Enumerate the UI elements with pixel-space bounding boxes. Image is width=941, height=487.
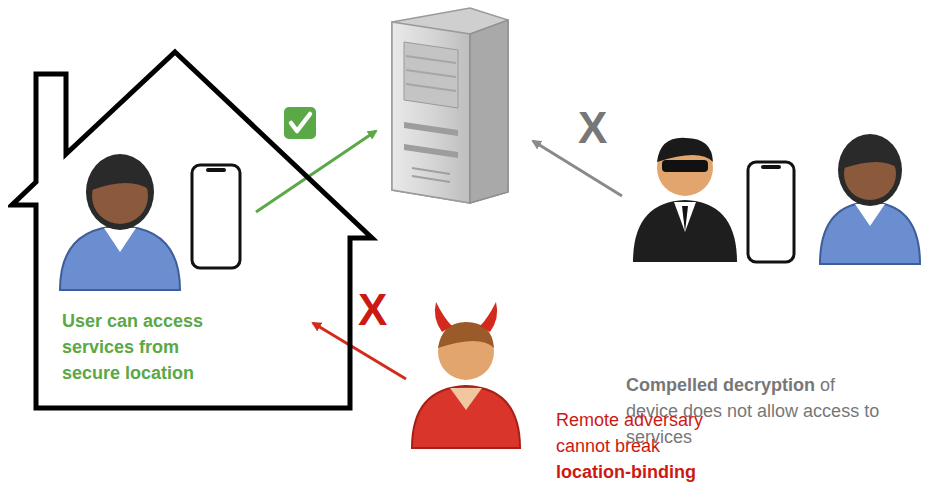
house-outline: User can access services from secure loc…: [8, 46, 380, 414]
server: [392, 8, 508, 203]
check-mark: [284, 107, 316, 139]
house-shape: [8, 46, 380, 414]
note-text: Remote adversary cannot break location-b…: [556, 407, 724, 485]
house-line: [12, 52, 372, 408]
phone: [192, 165, 240, 268]
user-figure: [60, 154, 180, 290]
node-text: User can access services from secure loc…: [62, 308, 234, 386]
denied-arrow: [533, 141, 622, 196]
agent-figure: [633, 138, 737, 262]
phone-notch: [206, 168, 226, 172]
adversary-figure: [412, 302, 520, 448]
phone: [748, 162, 794, 262]
user-figure: [820, 134, 920, 264]
denied-mark: X: [578, 106, 628, 150]
phone-notch: [761, 165, 781, 169]
denied-mark: X: [358, 288, 408, 332]
